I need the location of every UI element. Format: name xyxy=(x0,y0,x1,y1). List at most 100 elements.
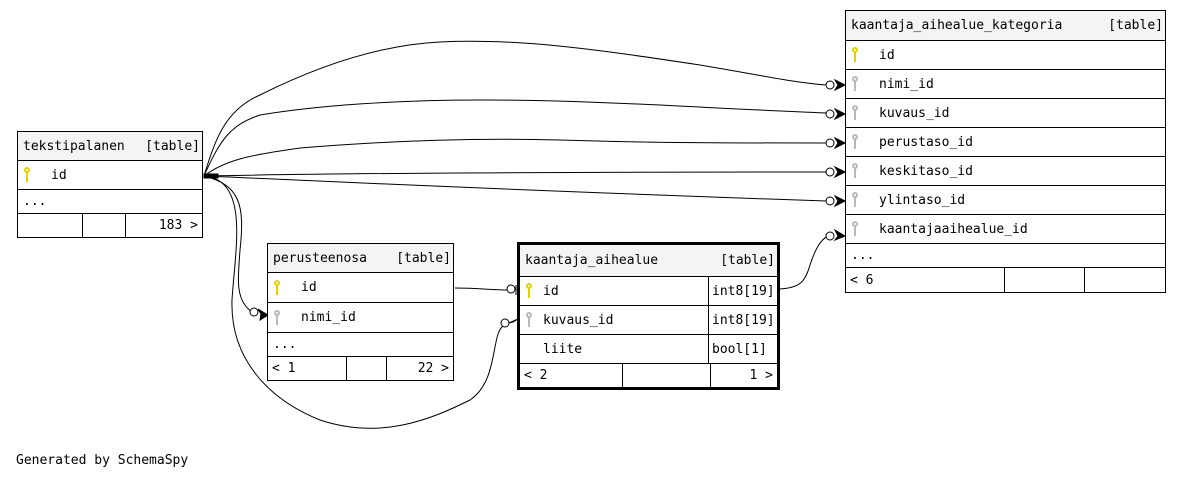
column-name[interactable]: ylintaso_id xyxy=(879,192,966,208)
column-name[interactable]: kuvaus_id xyxy=(879,105,950,121)
optional-marker xyxy=(500,318,510,328)
table-header[interactable]: kaantaja_aihealue [table] xyxy=(520,245,777,277)
primary-key-icon xyxy=(851,47,861,63)
table-perusteenosa[interactable]: perusteenosa [table] id nimi_id ... < 1 … xyxy=(267,243,454,381)
column-name[interactable]: kuvaus_id xyxy=(543,312,614,328)
column-row[interactable]: id int8[19] xyxy=(520,277,777,306)
children-count[interactable] xyxy=(1085,268,1165,292)
foreign-key-icon xyxy=(851,192,861,208)
table-kind: [table] xyxy=(1108,18,1163,33)
column-name[interactable]: id xyxy=(543,283,559,299)
parents-count[interactable]: < 6 xyxy=(846,268,1005,292)
optional-marker xyxy=(825,109,835,119)
edge-kategoria-kaantajaaihealue-id xyxy=(778,235,829,290)
crowfoot-marker xyxy=(833,165,847,179)
table-name[interactable]: perusteenosa xyxy=(273,250,367,266)
edge-kategoria-ylintaso-id xyxy=(203,175,827,202)
column-type: bool[1] xyxy=(708,335,777,363)
more-columns-text: ... xyxy=(851,248,875,263)
column-name[interactable]: kaantajaaihealue_id xyxy=(879,221,1028,237)
table-name[interactable]: kaantaja_aihealue_kategoria xyxy=(851,18,1063,33)
optional-marker xyxy=(506,284,516,294)
column-row[interactable]: liite bool[1] xyxy=(520,335,777,364)
column-name[interactable]: liite xyxy=(543,341,583,357)
foreign-key-icon xyxy=(851,221,861,237)
column-row[interactable]: kuvaus_id xyxy=(846,99,1165,128)
edge-perusteenosa-nimi-id xyxy=(203,175,253,313)
crowfoot-marker xyxy=(833,78,847,92)
table-kind: [table] xyxy=(145,138,200,154)
column-row[interactable]: id xyxy=(846,41,1165,70)
generated-by-credit: Generated by SchemaSpy xyxy=(16,453,189,468)
foreign-key-icon xyxy=(851,163,861,179)
crowfoot-marker xyxy=(833,107,847,121)
footer-middle xyxy=(623,364,711,387)
edge-kategoria-kuvaus-id xyxy=(203,99,827,177)
more-columns-text: ... xyxy=(273,337,297,352)
column-row[interactable]: id xyxy=(268,273,453,303)
column-row[interactable]: nimi_id xyxy=(268,303,453,333)
more-columns: ... xyxy=(18,190,202,214)
table-name[interactable]: tekstipalanen xyxy=(23,138,125,154)
more-columns: ... xyxy=(846,244,1165,268)
column-type: int8[19] xyxy=(708,306,777,334)
column-row[interactable]: kaantajaaihealue_id xyxy=(846,215,1165,244)
table-kaantaja-aihealue[interactable]: kaantaja_aihealue [table] id int8[19] ku… xyxy=(517,242,780,390)
optional-marker xyxy=(825,196,835,206)
footer-middle xyxy=(83,214,126,237)
column-name[interactable]: perustaso_id xyxy=(879,134,973,150)
table-footer: < 2 1 > xyxy=(520,364,777,387)
edge-aihealue-id xyxy=(454,287,511,291)
table-footer: < 6 xyxy=(846,268,1165,292)
optional-marker xyxy=(249,307,259,317)
primary-key-icon xyxy=(273,279,283,296)
footer-middle xyxy=(347,357,387,380)
more-columns: ... xyxy=(268,333,453,357)
table-footer: 183 > xyxy=(18,214,202,237)
column-name[interactable]: id xyxy=(301,280,317,295)
column-row[interactable]: keskitaso_id xyxy=(846,157,1165,186)
column-row[interactable]: perustaso_id xyxy=(846,128,1165,157)
table-kaantaja-aihealue-kategoria[interactable]: kaantaja_aihealue_kategoria [table] id n… xyxy=(845,10,1166,293)
edge-kategoria-nimi-id xyxy=(203,40,827,177)
foreign-key-icon xyxy=(273,309,283,326)
more-columns-text: ... xyxy=(23,194,47,209)
table-header[interactable]: perusteenosa [table] xyxy=(268,244,453,273)
primary-key-icon xyxy=(525,283,535,299)
column-name[interactable]: nimi_id xyxy=(301,310,356,325)
parents-count[interactable]: < 2 xyxy=(520,364,623,387)
column-row[interactable]: kuvaus_id int8[19] xyxy=(520,306,777,335)
many-origin-marker xyxy=(203,173,219,179)
table-kind: [table] xyxy=(396,250,451,266)
primary-key-icon xyxy=(23,167,33,183)
parents-count[interactable] xyxy=(18,214,83,237)
table-name[interactable]: kaantaja_aihealue xyxy=(525,253,659,268)
parents-count[interactable]: < 1 xyxy=(268,357,347,380)
column-name[interactable]: keskitaso_id xyxy=(879,163,973,179)
column-name[interactable]: id xyxy=(51,167,67,183)
children-count[interactable]: 22 > xyxy=(417,361,449,376)
column-type: int8[19] xyxy=(708,277,777,305)
table-header[interactable]: kaantaja_aihealue_kategoria [table] xyxy=(846,11,1165,41)
column-row[interactable]: ylintaso_id xyxy=(846,186,1165,215)
optional-marker xyxy=(825,231,835,241)
column-name[interactable]: nimi_id xyxy=(879,76,934,92)
table-kind: [table] xyxy=(720,253,775,268)
edge-kategoria-keskitaso-id xyxy=(203,171,827,177)
column-name[interactable]: id xyxy=(879,47,895,63)
foreign-key-icon xyxy=(851,105,861,121)
table-footer: < 1 22 > xyxy=(268,357,453,380)
column-row[interactable]: id xyxy=(18,161,202,190)
table-header[interactable]: tekstipalanen [table] xyxy=(18,132,202,161)
crowfoot-marker xyxy=(833,136,847,150)
optional-marker xyxy=(825,167,835,177)
optional-marker xyxy=(825,138,835,148)
children-count[interactable]: 1 > xyxy=(749,368,773,383)
table-tekstipalanen[interactable]: tekstipalanen [table] id ... 183 > xyxy=(17,131,203,238)
crowfoot-marker xyxy=(833,194,847,208)
children-count[interactable]: 183 > xyxy=(158,218,198,233)
foreign-key-icon xyxy=(851,134,861,150)
edge-kategoria-perustaso-id xyxy=(203,138,827,177)
optional-marker xyxy=(825,80,835,90)
column-row[interactable]: nimi_id xyxy=(846,70,1165,99)
